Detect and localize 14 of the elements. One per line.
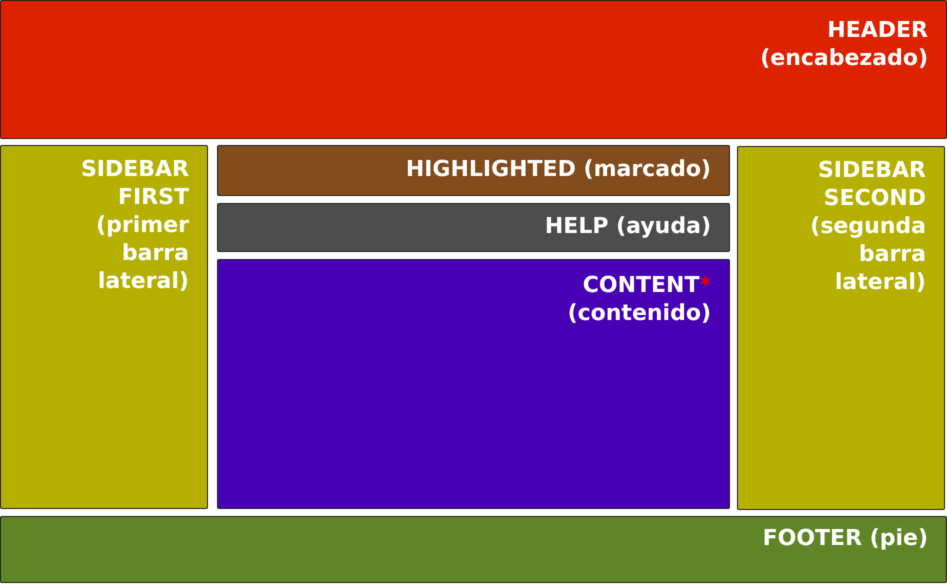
highlighted-region (217, 145, 730, 196)
region-label: FOOTER (pie) (762, 525, 928, 553)
content-region (217, 259, 730, 509)
help-region (217, 203, 730, 252)
region-label: CONTENT* (contenido) (568, 272, 711, 328)
sidebar-region (737, 146, 945, 510)
region-label: SIDEBAR SECOND (segunda barra lateral) (810, 157, 926, 297)
footer-region (0, 516, 947, 583)
region-label: HIGHLIGHTED (marcado) (406, 156, 711, 184)
region-label: SIDEBAR FIRST (primer barra lateral) (80, 156, 189, 296)
sidebar-region (0, 145, 208, 509)
region-label: HELP (ayuda) (544, 213, 711, 241)
region-label: HEADER (encabezado) (760, 17, 928, 73)
header-region (0, 0, 947, 139)
